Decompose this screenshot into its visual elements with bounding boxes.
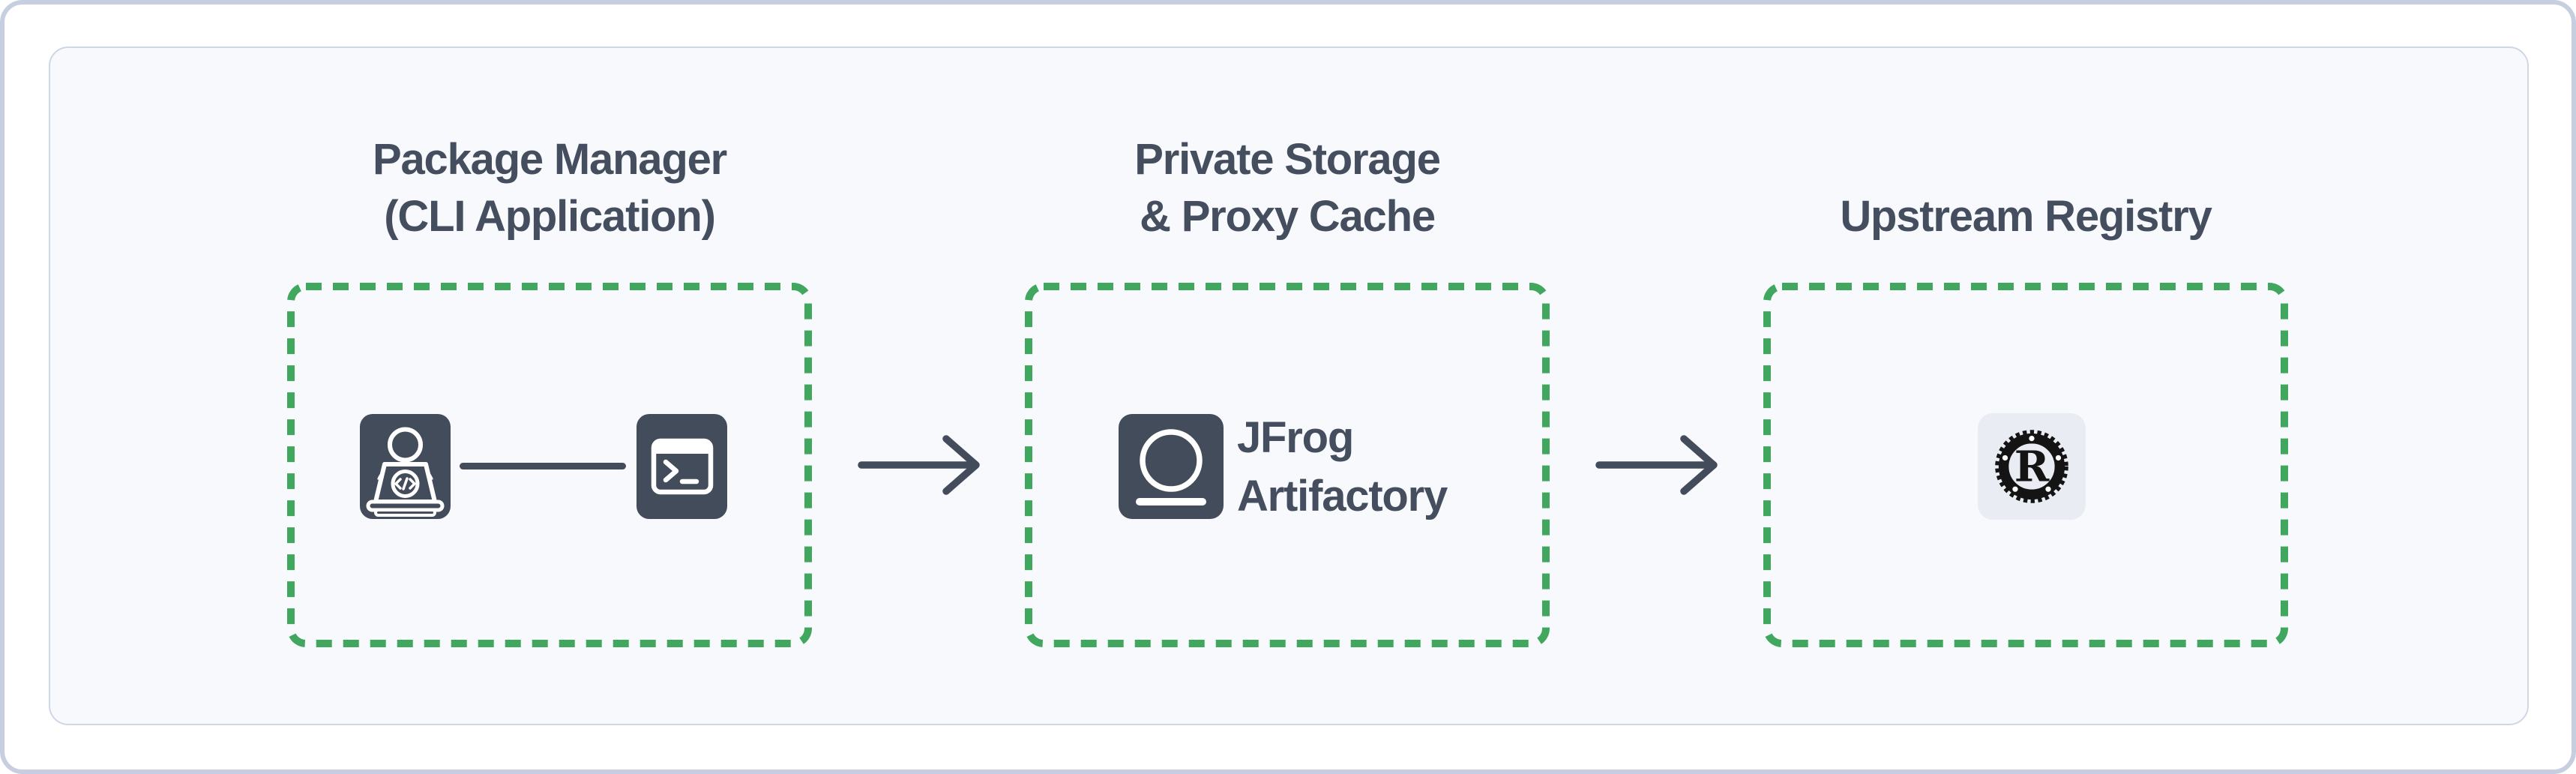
- title-line-1: Upstream Registry: [1840, 192, 2212, 241]
- rust-letter: R: [2014, 442, 2050, 492]
- jfrog-artifactory-label: JFrog Artifactory: [1237, 409, 1448, 526]
- rust-logo-tile: R: [1978, 413, 2086, 520]
- title-line-1: Package Manager: [372, 135, 727, 184]
- title-line-2: (CLI Application): [384, 192, 716, 241]
- dashed-box-package-manager: [287, 283, 812, 647]
- terminal-icon: [637, 414, 727, 519]
- node-title-upstream-registry: Upstream Registry: [1763, 101, 2288, 245]
- dashed-box-upstream-registry: [1763, 283, 2288, 647]
- rust-logo-icon: R: [1995, 430, 2068, 503]
- developer-at-laptop-icon: [360, 414, 451, 519]
- right-arrow-icon: [858, 435, 980, 495]
- title-line-1: Private Storage: [1134, 135, 1441, 184]
- label-line-1: JFrog: [1237, 413, 1354, 462]
- jfrog-artifactory-icon: [1119, 414, 1224, 519]
- node-title-private-storage: Private Storage & Proxy Cache: [1025, 101, 1550, 245]
- diagram-panel: [49, 46, 2529, 725]
- title-line-2: & Proxy Cache: [1140, 192, 1436, 241]
- dashed-box-private-storage: [1025, 283, 1550, 647]
- plain-line-connector: [460, 463, 626, 470]
- label-line-2: Artifactory: [1237, 472, 1448, 520]
- node-title-package-manager: Package Manager (CLI Application): [287, 101, 812, 245]
- right-arrow-icon: [1595, 435, 1718, 495]
